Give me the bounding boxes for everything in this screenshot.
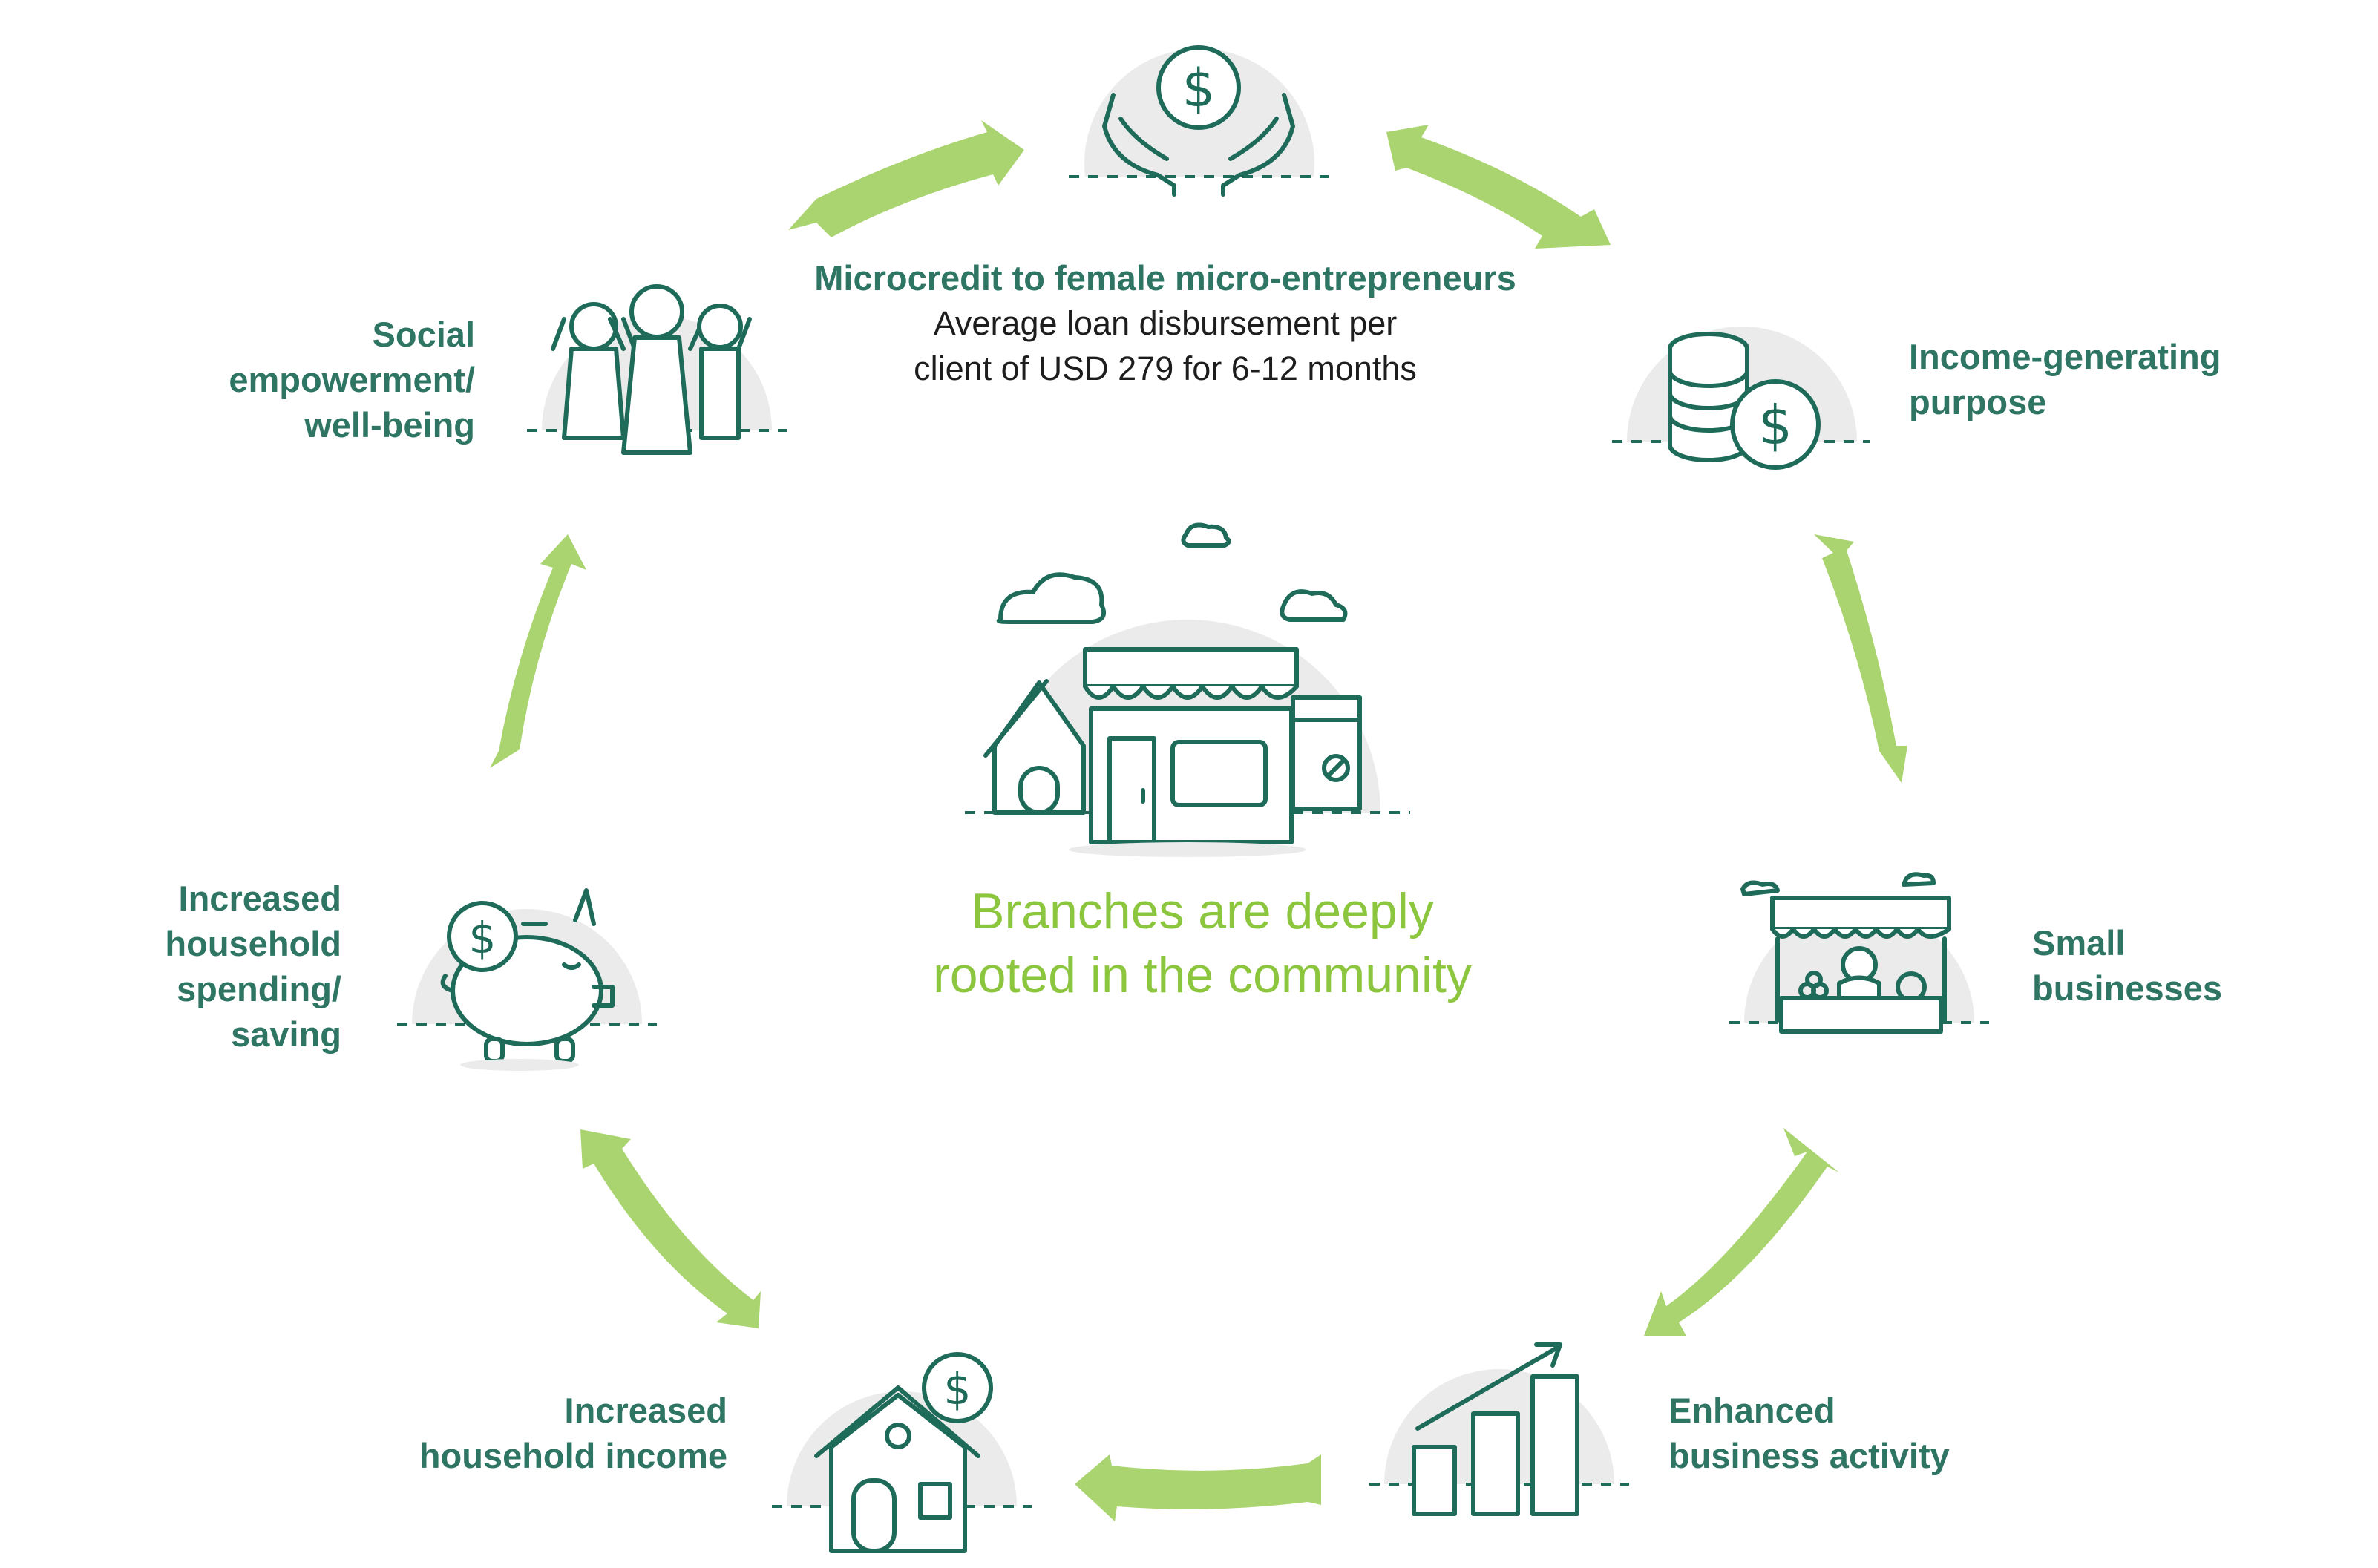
step-label-line: Social xyxy=(372,315,475,354)
center-caption: Branches are deeply rooted in the commun… xyxy=(839,879,1566,1007)
step-label-line: Increased xyxy=(564,1391,727,1430)
arrow-left-lower xyxy=(580,1129,761,1328)
center-caption-line: Branches are deeply xyxy=(971,883,1434,939)
bar-chart-growth-icon xyxy=(1369,1342,1629,1516)
svg-text:$: $ xyxy=(1758,394,1792,456)
step-label-line: Income-generating xyxy=(1909,337,2221,376)
step-label-line: household income xyxy=(419,1436,727,1475)
step-label-line: Increased xyxy=(178,879,341,918)
arrow-right-upper xyxy=(1814,534,1907,783)
arrow-left-upper xyxy=(490,534,586,768)
step-label-household-income: Increased household income xyxy=(356,1388,727,1478)
step-label-line: business activity xyxy=(1668,1436,1950,1475)
svg-text:$: $ xyxy=(1182,58,1216,119)
arrow-right-lower xyxy=(1644,1128,1839,1336)
piggy-bank-icon: $ xyxy=(397,888,657,1071)
arrow-top-right xyxy=(1386,125,1611,249)
arrow-top-left xyxy=(788,120,1024,237)
step-label-enhanced-business: Enhanced business activity xyxy=(1668,1388,1950,1478)
step-label-line: household xyxy=(165,924,341,963)
step-label-line: Enhanced xyxy=(1668,1391,1835,1430)
step-label-line: businesses xyxy=(2032,968,2223,1008)
arrow-bottom xyxy=(1075,1454,1321,1521)
step-label-line: purpose xyxy=(1909,382,2047,421)
women-group-icon xyxy=(527,284,787,455)
step-label-income-generating: Income-generating purpose xyxy=(1909,334,2221,424)
step-label-line: saving xyxy=(231,1014,341,1054)
step-label-line: spending/ xyxy=(177,969,341,1008)
top-title: Microcredit to female micro-entrepreneur… xyxy=(814,258,1516,298)
step-label-line: empowerment/ xyxy=(229,360,475,399)
cycle-arrows xyxy=(490,120,1907,1521)
step-label-small-businesses: Small businesses xyxy=(2032,920,2222,1011)
branch-storefront-icon xyxy=(965,522,1410,857)
hands-dollar-icon: $ xyxy=(1069,45,1329,197)
top-subtitle-line: client of USD 279 for 6-12 months xyxy=(914,350,1417,387)
step-label-line: well-being xyxy=(304,405,475,445)
svg-text:$: $ xyxy=(944,1364,972,1414)
coins-dollar-icon: $ xyxy=(1612,327,1870,470)
market-stall-icon xyxy=(1729,872,1989,1034)
center-caption-line: rooted in the community xyxy=(933,947,1472,1003)
step-label-line: Small xyxy=(2032,923,2126,962)
house-dollar-icon: $ xyxy=(772,1352,1032,1553)
step-label-household-spending: Increased household spending/ saving xyxy=(89,876,341,1057)
top-subtitle: Average loan disbursement per client of … xyxy=(779,301,1551,391)
step-label-social-empowerment: Social empowerment/ well-being xyxy=(178,312,475,447)
top-subtitle-line: Average loan disbursement per xyxy=(933,304,1398,342)
svg-text:$: $ xyxy=(469,913,497,963)
